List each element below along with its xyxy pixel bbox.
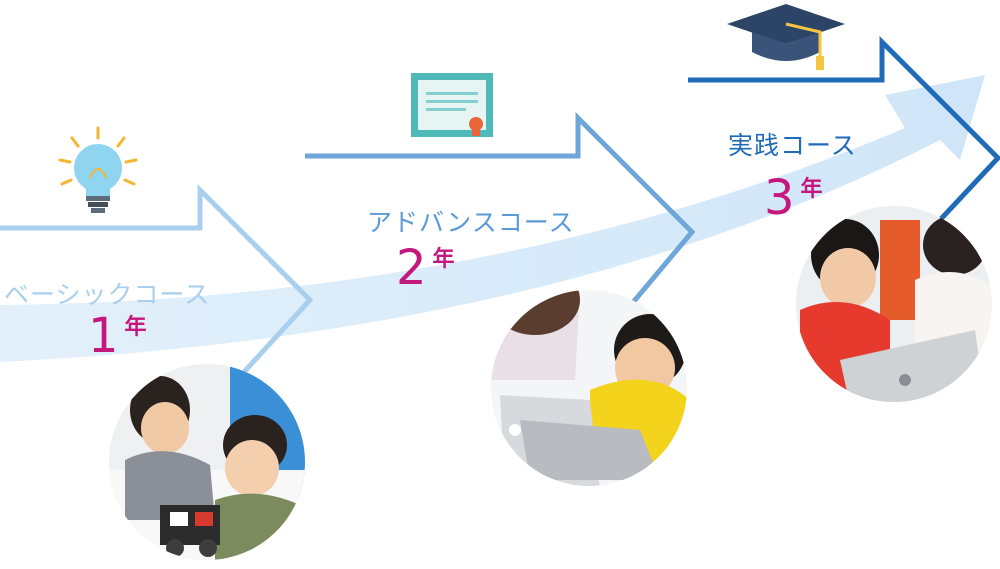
background-progress-arrow	[0, 75, 985, 362]
step-3-year-number: 3	[764, 170, 795, 226]
step-1-year-number: 1	[88, 308, 119, 364]
step-2-course-label: アドバンスコース	[367, 208, 575, 237]
graduation-cap-icon	[727, 4, 845, 70]
step-3-year-unit: 年	[800, 177, 823, 202]
step-1-year-unit: 年	[124, 315, 147, 340]
step-2-year-number: 2	[396, 240, 427, 296]
children-with-laptops-photo	[796, 206, 992, 402]
lightbulb-icon	[58, 126, 138, 213]
step-3-course-label: 実践コース	[728, 131, 857, 160]
step-1-course-label: ベーシックコース	[4, 280, 211, 309]
step-1-arrow	[0, 183, 314, 422]
certificate-icon	[411, 73, 493, 137]
child-using-laptop-photo	[491, 290, 687, 486]
children-building-robot-photo	[109, 364, 305, 560]
step-3-arrow	[688, 35, 1000, 284]
step-2-year-unit: 年	[432, 247, 455, 272]
step-2-arrow	[305, 111, 696, 370]
